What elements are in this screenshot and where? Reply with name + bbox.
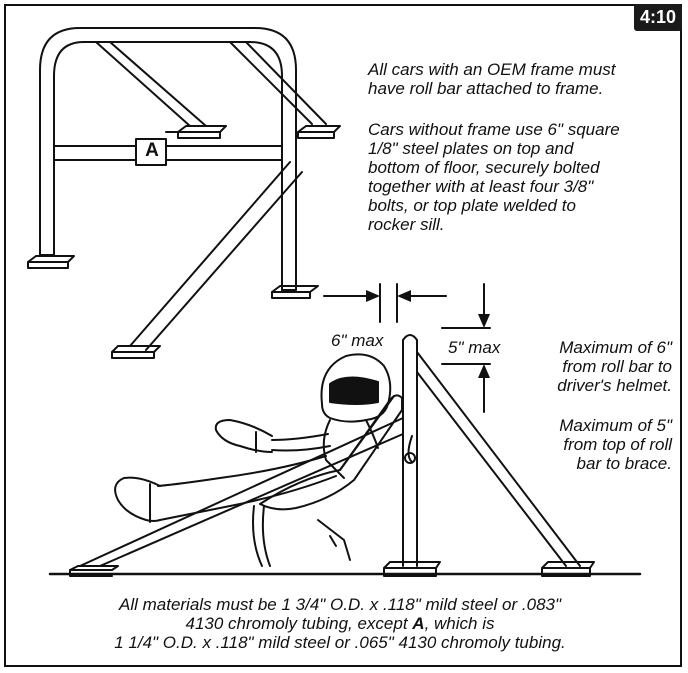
text-line: All cars with an OEM frame must xyxy=(368,60,616,79)
text-fragment: 4130 chromoly tubing, except xyxy=(185,614,413,633)
text-line: Maximum of 6" xyxy=(559,338,672,357)
materials-note: All materials must be 1 3/4" O.D. x .118… xyxy=(40,595,640,652)
main-hoop xyxy=(39,27,297,291)
figure-number-badge: 4:10 xyxy=(633,4,682,31)
helmet-distance-note: Maximum of 6" from roll bar to driver's … xyxy=(527,338,672,395)
base-plate-right xyxy=(271,285,319,293)
driver-glove xyxy=(214,419,273,453)
rear-brace-side xyxy=(416,351,581,567)
text-line: from roll bar to xyxy=(562,357,672,376)
brace-distance-note: Maximum of 5" from top of roll bar to br… xyxy=(527,416,672,473)
seat xyxy=(252,505,263,567)
text-line: Maximum of 5" xyxy=(559,416,672,435)
label-a-box xyxy=(135,138,167,166)
text-line: bolts, or top plate welded to xyxy=(368,196,576,215)
dimension-label-5-max: 5" max xyxy=(448,338,501,357)
text-line: driver's helmet. xyxy=(557,376,672,395)
diagonal-brace xyxy=(129,161,291,347)
driver-shoe xyxy=(114,476,161,522)
text-fragment: , which is xyxy=(424,614,495,633)
text-line: bar to brace. xyxy=(576,454,672,473)
diagram-frame xyxy=(4,4,682,667)
text-line: from top of roll xyxy=(563,435,672,454)
dimension-label-6-max: 6" max xyxy=(331,331,384,350)
text-line: together with at least four 3/8" xyxy=(368,177,594,196)
text-line: rocker sill. xyxy=(368,215,445,234)
front-diagonal-side xyxy=(79,417,404,567)
no-frame-requirement-text: Cars without frame use 6" square 1/8" st… xyxy=(368,120,668,234)
label-a: A xyxy=(145,140,159,161)
rear-stay-left xyxy=(95,41,191,127)
text-line: All materials must be 1 3/4" O.D. x .118… xyxy=(118,595,562,614)
main-hoop-side xyxy=(402,334,418,567)
text-line: 1 1/4" O.D. x .118" mild steel or .065" … xyxy=(114,633,566,652)
base-plate-left xyxy=(27,255,75,263)
text-line: Cars without frame use 6" square xyxy=(368,120,620,139)
text-line: bottom of floor, securely bolted xyxy=(368,158,600,177)
frame-requirement-text: All cars with an OEM frame must have rol… xyxy=(368,60,668,98)
driver-helmet xyxy=(320,353,392,423)
text-line: 1/8" steel plates on top and xyxy=(368,139,574,158)
text-line: have roll bar attached to frame. xyxy=(368,79,604,98)
bold-label-a: A xyxy=(412,614,425,633)
text-line: 4130 chromoly tubing, except A, which is xyxy=(40,614,640,633)
